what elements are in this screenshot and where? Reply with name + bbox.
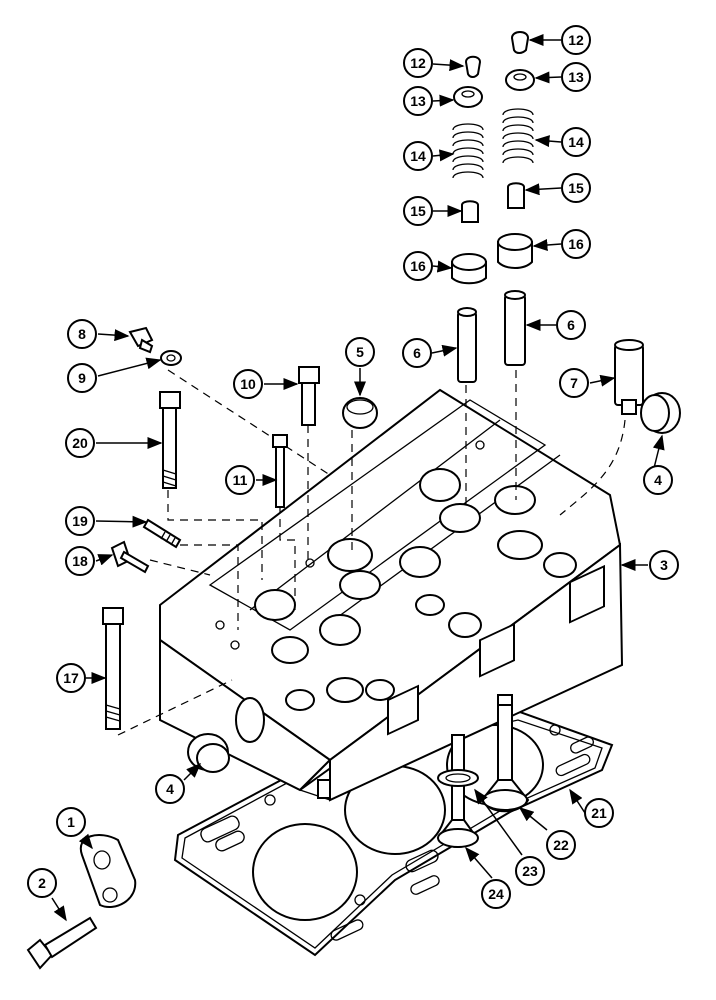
- stud: [142, 518, 182, 549]
- callout-1-label: 1: [67, 814, 75, 830]
- callout-6-right: 6: [556, 310, 586, 340]
- bracket: [79, 834, 137, 908]
- valve-stem-seal: [461, 182, 525, 223]
- callout-1: 1: [56, 807, 86, 837]
- injector-sleeve: [614, 339, 644, 415]
- callout-5: 5: [345, 337, 375, 367]
- callout-15-right: 15: [561, 173, 591, 203]
- sealing-washer: [160, 350, 182, 366]
- valve-collet: [464, 31, 530, 78]
- rocker-stud: [272, 434, 288, 508]
- callout-16-right: 16: [561, 229, 591, 259]
- callout-24: 24: [481, 879, 511, 909]
- callout-14-right: 14: [561, 127, 591, 157]
- callout-23-label: 23: [522, 863, 538, 879]
- callout-4-left-label: 4: [166, 781, 174, 797]
- callout-12-right: 12: [561, 25, 591, 55]
- callout-21: 21: [584, 798, 614, 828]
- callout-13-right-label: 13: [568, 69, 584, 85]
- callout-13-right: 13: [561, 62, 591, 92]
- callout-4-right: 4: [643, 465, 673, 495]
- head-bolt-long: [159, 391, 181, 489]
- banjo-bolt: [110, 540, 150, 574]
- spring-retainer: [453, 69, 535, 108]
- callout-14-right-label: 14: [568, 134, 584, 150]
- callout-15-left: 15: [403, 196, 433, 226]
- expansion-plug-right: [640, 392, 681, 434]
- callout-12-right-label: 12: [568, 32, 584, 48]
- callout-19: 19: [65, 506, 95, 536]
- callout-3: 3: [649, 550, 679, 580]
- callout-3-label: 3: [660, 557, 668, 573]
- callout-16-left-label: 16: [410, 258, 426, 274]
- callout-6-left: 6: [402, 338, 432, 368]
- callout-16-right-label: 16: [568, 236, 584, 252]
- callout-6-right-label: 6: [567, 317, 575, 333]
- callout-2-label: 2: [38, 875, 46, 891]
- callout-4-right-label: 4: [654, 472, 662, 488]
- callout-8: 8: [67, 319, 97, 349]
- callout-10-label: 10: [240, 376, 256, 392]
- valve-seal-ring: [437, 769, 479, 787]
- callout-2: 2: [27, 868, 57, 898]
- spring-seat: [451, 233, 533, 285]
- callout-13-left: 13: [403, 86, 433, 116]
- callout-18: 18: [65, 546, 95, 576]
- callout-15-left-label: 15: [410, 203, 426, 219]
- expansion-plug-left: [187, 733, 230, 773]
- callout-11: 11: [225, 465, 255, 495]
- callout-17-label: 17: [63, 670, 79, 686]
- callout-23: 23: [515, 856, 545, 886]
- valve-spring: [452, 108, 534, 179]
- assembly-lines: [117, 369, 626, 736]
- callout-7: 7: [559, 368, 589, 398]
- callout-8-label: 8: [78, 326, 86, 342]
- callout-17: 17: [56, 663, 86, 693]
- callouts: 1 2 3 4 4 5 6 6 7 8 9 10 11 12 12 13 13 …: [27, 25, 679, 909]
- callout-4-left: 4: [155, 774, 185, 804]
- callout-24-label: 24: [488, 886, 504, 902]
- head-bolt-front: [102, 607, 124, 730]
- callout-5-label: 5: [356, 344, 364, 360]
- callout-20: 20: [65, 428, 95, 458]
- callout-9-label: 9: [78, 370, 86, 386]
- callout-16-left: 16: [403, 251, 433, 281]
- valve-guide: [457, 290, 526, 383]
- cup-plug: [342, 397, 378, 429]
- callout-14-left-label: 14: [410, 148, 426, 164]
- callout-12-left-label: 12: [410, 55, 426, 71]
- callout-13-left-label: 13: [410, 93, 426, 109]
- callout-10: 10: [233, 369, 263, 399]
- cylinder-head: [159, 388, 624, 802]
- callout-19-label: 19: [72, 513, 88, 529]
- callout-7-label: 7: [570, 375, 578, 391]
- callout-6-left-label: 6: [413, 345, 421, 361]
- callout-14-left: 14: [403, 141, 433, 171]
- callout-11-label: 11: [233, 472, 248, 488]
- head-bolt-short: [298, 366, 320, 426]
- callout-18-label: 18: [72, 553, 88, 569]
- callout-15-right-label: 15: [568, 180, 584, 196]
- callout-12-left: 12: [403, 48, 433, 78]
- callout-21-label: 21: [591, 805, 607, 821]
- callout-22-label: 22: [553, 837, 569, 853]
- callout-20-label: 20: [72, 435, 88, 451]
- callout-22: 22: [546, 830, 576, 860]
- leader-lines: [51, 34, 665, 922]
- plug-screw: [128, 326, 154, 354]
- callout-9: 9: [67, 363, 97, 393]
- gasket-bore-1: [252, 823, 358, 921]
- bracket-bolt: [26, 916, 98, 970]
